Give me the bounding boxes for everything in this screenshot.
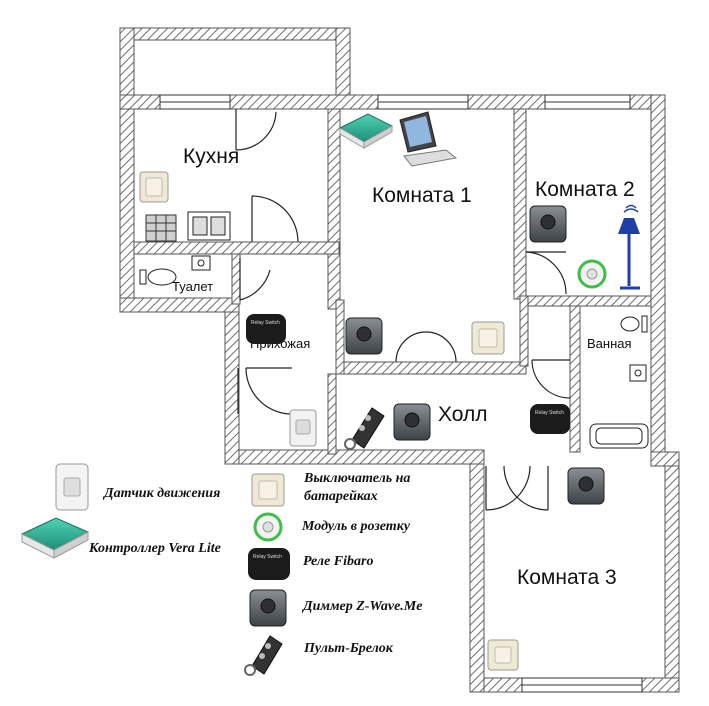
windows	[159, 94, 643, 693]
room-label-room1: Комната 1	[372, 184, 472, 207]
stove-icon	[145, 214, 177, 242]
room-label-hall: Холл	[438, 403, 488, 426]
walls	[119, 27, 680, 693]
computer-icon	[399, 111, 458, 167]
toilet-bowl-icon	[139, 268, 177, 286]
kitchen-sink-icon	[187, 211, 231, 241]
room-label-kitchen: Кухня	[183, 145, 239, 168]
svg-text:Relay Switch: Relay Switch	[253, 554, 282, 560]
legend-battery-switch-icon	[251, 473, 285, 507]
dimmer-icon	[529, 205, 567, 243]
room-label-toilet: Туалет	[172, 279, 213, 294]
legend: Датчик движения Контроллер Vera Lite Вык…	[20, 463, 422, 676]
fibaro-relay-icon: Relay Switch	[246, 314, 286, 344]
battery-switch-icon	[139, 171, 169, 203]
svg-text:Relay Switch: Relay Switch	[251, 320, 280, 326]
plug-module-icon	[577, 259, 607, 289]
legend-plug-module-icon	[253, 512, 283, 542]
legend-dimmer-icon	[249, 589, 287, 627]
legend-motion-sensor-label: Датчик движения	[102, 486, 220, 501]
legend-key-fob-icon	[244, 635, 283, 676]
legend-vera-controller-icon	[20, 517, 90, 559]
legend-battery-switch-label-2: батарейках	[304, 489, 378, 504]
room-label-room2: Комната 2	[535, 178, 635, 201]
bathroom-toilet-icon	[620, 315, 648, 333]
legend-vera-controller-label: Контроллер Vera Lite	[88, 541, 221, 556]
battery-switch-icon	[487, 639, 519, 671]
legend-fibaro-relay-label: Реле Fibaro	[303, 554, 374, 569]
room-label-room3: Комната 3	[517, 566, 617, 589]
dimmer-icon	[345, 317, 383, 355]
legend-dimmer-label: Диммер Z-Wave.Me	[301, 599, 422, 614]
room-label-bathroom: Ванная	[587, 336, 632, 351]
legend-plug-module-label: Модуль в розетку	[301, 519, 411, 534]
battery-switch-icon	[471, 321, 505, 355]
dimmer-icon	[393, 403, 431, 441]
fibaro-relay-icon: Relay Switch	[530, 404, 570, 434]
legend-fibaro-relay-icon: Relay Switch	[248, 548, 290, 580]
floor-lamp-icon	[618, 204, 640, 290]
toilet-sink-icon	[191, 255, 211, 271]
legend-motion-sensor-icon	[55, 463, 89, 511]
legend-key-fob-label: Пульт-Брелок	[303, 641, 394, 656]
bathtub-icon	[589, 423, 649, 449]
vera-controller-icon	[338, 113, 394, 149]
legend-battery-switch-label-1: Выключатель на	[303, 471, 410, 486]
svg-text:Relay Switch: Relay Switch	[535, 410, 564, 416]
bathroom-sink-icon	[629, 364, 647, 382]
dimmer-icon	[567, 467, 605, 505]
key-fob-icon	[344, 407, 385, 450]
doors	[235, 109, 571, 511]
motion-sensor-icon	[289, 409, 317, 447]
